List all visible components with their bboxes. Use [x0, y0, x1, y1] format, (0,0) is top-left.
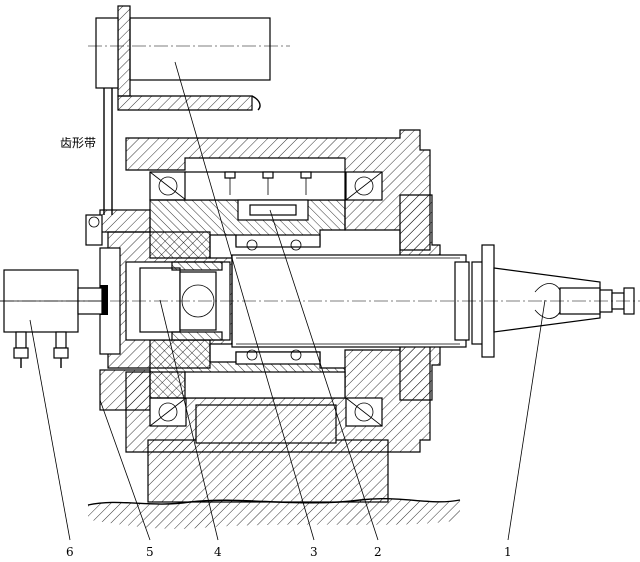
callout-6: 6 [66, 545, 74, 559]
callout-5: 5 [146, 545, 154, 559]
callout-3: 3 [310, 545, 318, 559]
callout-4: 4 [214, 545, 222, 559]
leader-lines [29, 61, 546, 541]
tool-holder [471, 244, 635, 358]
belt-label: 齿形带 [60, 136, 96, 150]
drawbar-assembly [107, 231, 233, 369]
motor-assembly [88, 5, 290, 215]
callout-1: 1 [504, 545, 512, 559]
bearing-top-left [149, 171, 187, 201]
ground-base [87, 497, 461, 529]
inner-bearing-block [235, 199, 321, 365]
bearing-top-right [345, 171, 383, 201]
sensor-block [0, 269, 103, 368]
bearing-bottom-left [149, 397, 187, 427]
callout-2: 2 [374, 545, 382, 559]
bearing-bottom-right [345, 397, 383, 427]
